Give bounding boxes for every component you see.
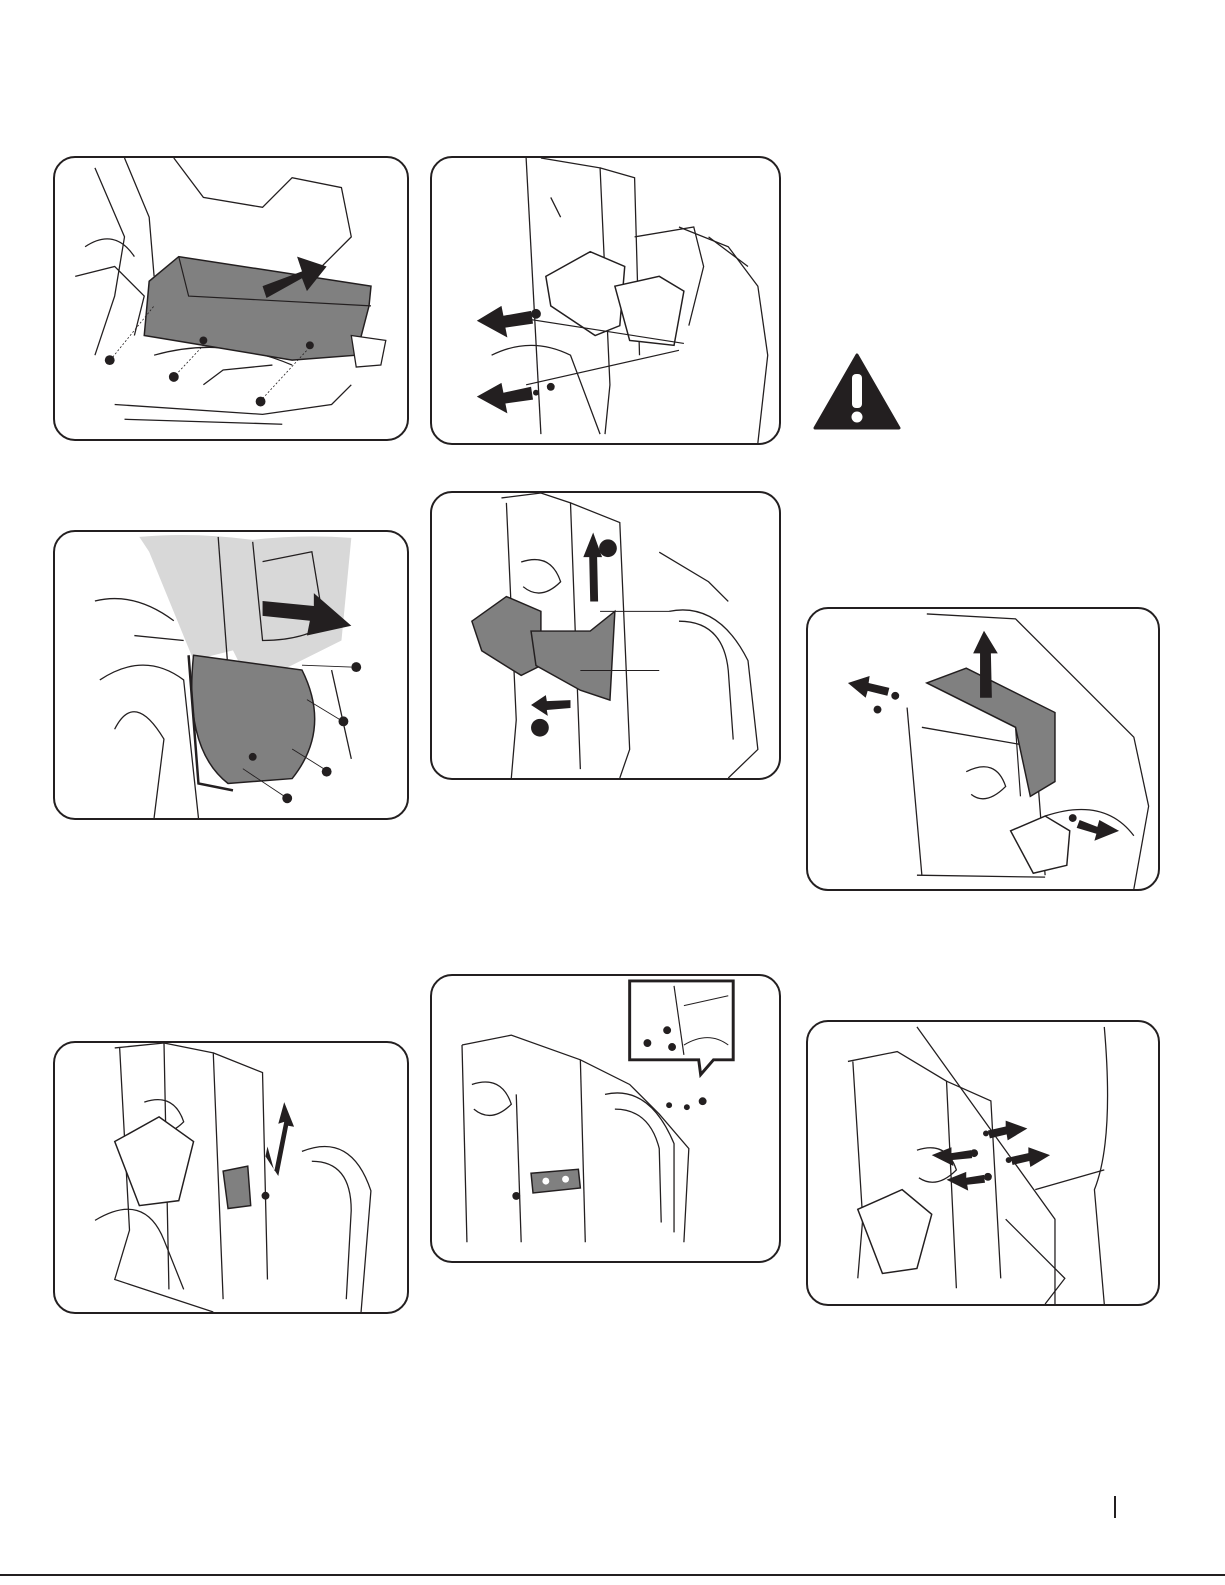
illustration-remove-chute-support (808, 1022, 1158, 1304)
arrow-left-icon (531, 695, 570, 716)
arrow-right-icon (1077, 820, 1119, 841)
arrow-left-icon (848, 676, 889, 698)
figure-remove-deflector (430, 491, 781, 780)
bracket-part (223, 1166, 251, 1208)
chute-part (858, 1190, 932, 1274)
arrow-left-icon (477, 383, 533, 414)
figure-lift-top-cover (806, 607, 1160, 891)
callout-dot-2 (531, 719, 549, 737)
arrow-right-icon (988, 1121, 1027, 1141)
shield-part (144, 257, 386, 367)
deflector-part (472, 597, 615, 701)
illustration-remove-side-plate (432, 976, 779, 1261)
arrow-up-icon (583, 532, 602, 601)
chute-part (1011, 816, 1070, 873)
footer-rule (0, 1574, 1225, 1576)
arrow-right-icon (1011, 1147, 1050, 1167)
arrow-left-icon (947, 1172, 985, 1191)
callout-dot-1 (599, 539, 617, 557)
arrow-left-icon (932, 1147, 972, 1166)
figure-remove-bracket (53, 1041, 409, 1314)
housing-cover-part (189, 655, 315, 790)
chute-part (115, 1117, 194, 1206)
illustration-remove-deflector (432, 493, 779, 778)
figure-remove-side-plate (430, 974, 781, 1263)
illustration-remove-housing-cover (55, 532, 407, 818)
figure-remove-chute (430, 156, 781, 445)
arrow-left-icon (477, 306, 533, 338)
figure-remove-shield (53, 156, 409, 441)
arrow-up-icon (265, 1102, 294, 1176)
warning-triangle-icon (812, 352, 902, 432)
illustration-remove-chute (432, 158, 779, 443)
chute-part (546, 252, 684, 346)
page-number-rule (1114, 1496, 1116, 1518)
figure-remove-chute-support (806, 1020, 1160, 1306)
figure-remove-housing-cover (53, 530, 409, 820)
illustration-remove-bracket (55, 1043, 407, 1312)
callout-inset (630, 981, 734, 1075)
illustration-remove-shield (55, 158, 407, 439)
plate-part (531, 1169, 580, 1193)
illustration-lift-top-cover (808, 609, 1158, 889)
